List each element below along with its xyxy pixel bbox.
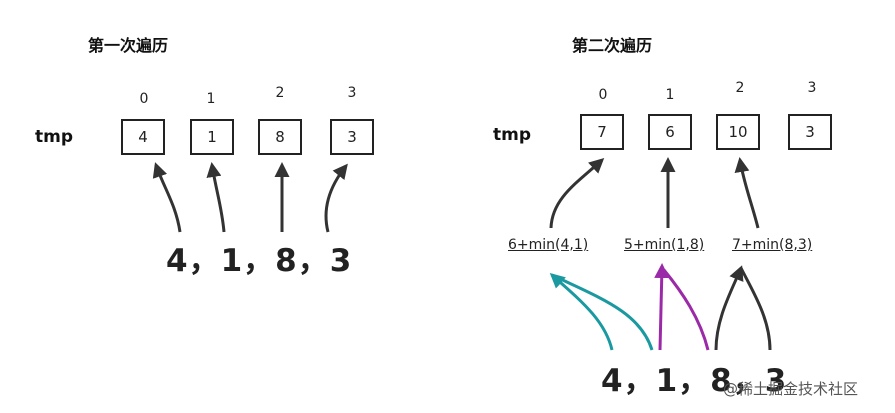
arrow-left-3 bbox=[324, 163, 348, 233]
right-expression-2: 7+min(8,3) bbox=[732, 237, 813, 253]
arrow-teal-b bbox=[551, 273, 654, 351]
right-cell-2: 10 bbox=[716, 114, 760, 150]
right-title: 第二次遍历 bbox=[572, 36, 653, 55]
right-index-3: 3 bbox=[807, 80, 817, 96]
left-index-3: 3 bbox=[347, 85, 357, 101]
left-index-0: 0 bbox=[139, 91, 149, 107]
left-cell-0: 4 bbox=[121, 119, 165, 155]
left-cell-3: 3 bbox=[330, 119, 374, 155]
right-input-sequence: 4，1，8，3 bbox=[601, 363, 788, 399]
arrow-dark-a bbox=[714, 265, 744, 351]
arrow-dark-b bbox=[739, 267, 772, 351]
right-index-1: 1 bbox=[665, 87, 675, 103]
left-input-sequence: 4，1，8，3 bbox=[166, 243, 353, 279]
left-index-2: 2 bbox=[275, 85, 285, 101]
left-index-1: 1 bbox=[206, 91, 216, 107]
arrow-left-1 bbox=[206, 162, 226, 233]
right-tmp-label: tmp bbox=[493, 125, 532, 145]
arrow-expr-2 bbox=[734, 157, 760, 229]
left-cell-1: 1 bbox=[190, 119, 234, 155]
right-expression-1: 5+min(1,8) bbox=[624, 237, 705, 253]
right-cell-0: 7 bbox=[580, 114, 624, 150]
arrow-expr-0 bbox=[549, 157, 605, 229]
right-cell-3: 3 bbox=[788, 114, 832, 150]
left-title: 第一次遍历 bbox=[88, 36, 169, 55]
watermark: @稀土掘金技术社区 bbox=[723, 380, 859, 398]
arrow-left-0 bbox=[152, 162, 182, 233]
arrow-purple-a bbox=[654, 263, 670, 351]
left-tmp-label: tmp bbox=[35, 127, 74, 147]
right-expression-0: 6+min(4,1) bbox=[508, 237, 589, 253]
arrow-teal-a bbox=[549, 273, 614, 351]
right-index-2: 2 bbox=[735, 80, 745, 96]
left-cell-2: 8 bbox=[258, 119, 302, 155]
right-cell-1: 6 bbox=[648, 114, 692, 150]
arrow-purple-b bbox=[662, 269, 710, 351]
right-index-0: 0 bbox=[598, 87, 608, 103]
